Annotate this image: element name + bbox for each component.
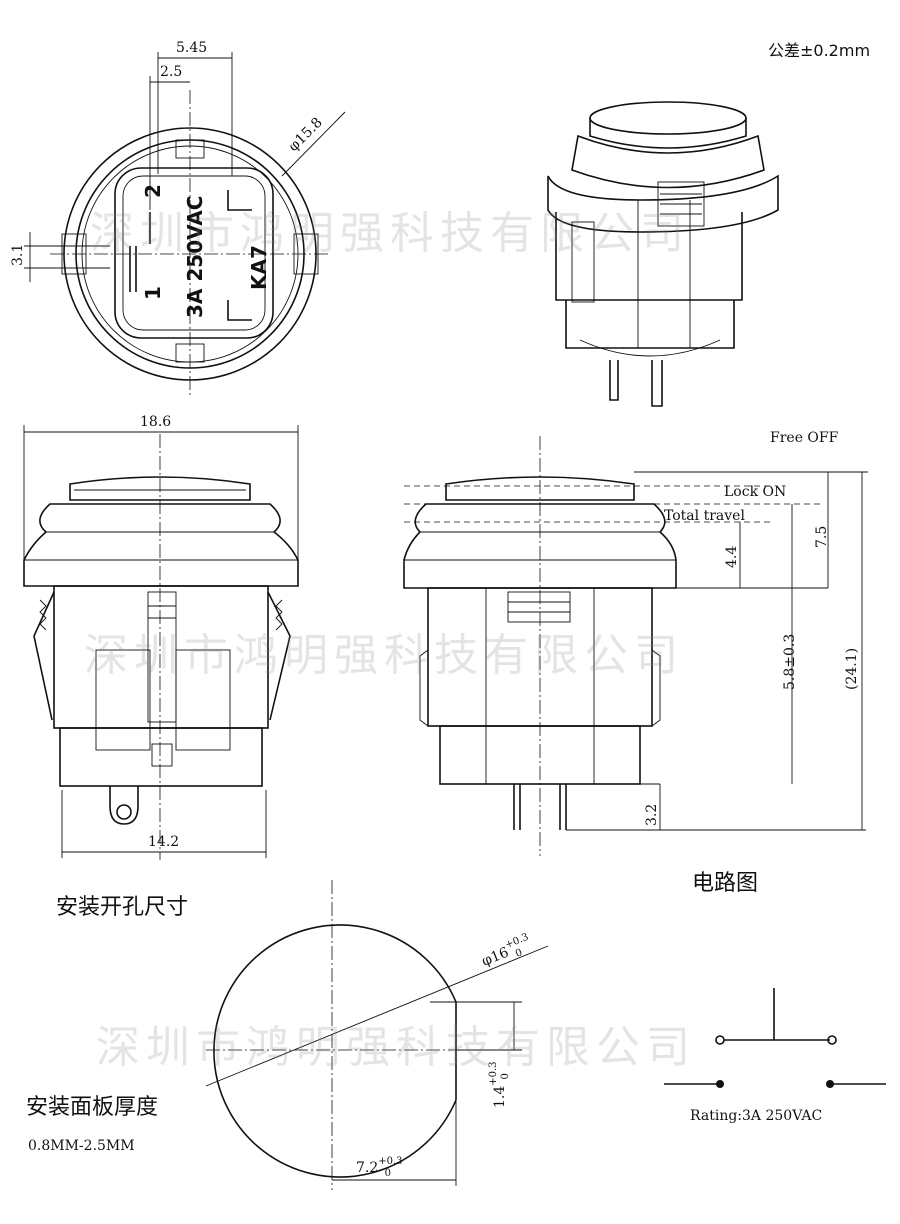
dim-base-14-2: 14.2 bbox=[148, 834, 179, 850]
model-marking: KA7 bbox=[247, 245, 271, 290]
dim-5-45: 5.45 bbox=[176, 40, 207, 56]
tolerance-note: 公差±0.2mm bbox=[768, 41, 870, 60]
thickness-value: 0.8MM-2.5MM bbox=[28, 1138, 135, 1154]
thickness-label: 安装面板厚度 bbox=[26, 1095, 158, 1120]
dim-4-4: 4.4 bbox=[724, 546, 740, 568]
dim-3-2: 3.2 bbox=[644, 804, 660, 826]
dim-24-1: (24.1) bbox=[844, 648, 860, 690]
rating-marking: 3A 250VAC bbox=[183, 196, 207, 318]
front-view: 18.6 14.2 bbox=[23, 414, 299, 860]
circuit-title: 电路图 bbox=[692, 871, 758, 896]
dim-width-18-6: 18.6 bbox=[140, 414, 171, 430]
label-lock-on: Lock ON bbox=[724, 484, 786, 500]
circuit-rating: Rating:3A 250VAC bbox=[690, 1108, 822, 1124]
watermark-2: 深圳市鸿明强科技有限公司 bbox=[84, 630, 684, 681]
dim-7-5: 7.5 bbox=[814, 526, 830, 548]
watermark-3: 深圳市鸿明强科技有限公司 bbox=[96, 1022, 696, 1073]
dim-2-5: 2.5 bbox=[160, 64, 182, 80]
dim-diameter-15-8: φ15.8 bbox=[286, 115, 326, 155]
side-view: Free OFF Lock ON Total travel 4.4 7.5 5.… bbox=[403, 430, 868, 856]
label-free-off: Free OFF bbox=[770, 430, 839, 446]
cutout-key-value: 1.4+0.30 bbox=[488, 1061, 511, 1108]
pin-2-label: 2 bbox=[141, 184, 165, 198]
watermark-1: 深圳市鸿明强科技有限公司 bbox=[90, 208, 690, 259]
cutout-dia-value: φ16+0.30 bbox=[478, 932, 535, 973]
label-total-travel: Total travel bbox=[664, 508, 745, 524]
isometric-view bbox=[547, 101, 779, 407]
cutout-title: 安装开孔尺寸 bbox=[56, 895, 188, 920]
circuit-diagram: 电路图 Rating:3A 250VAC bbox=[664, 871, 886, 1124]
dim-5-8: 5.8±0.3 bbox=[782, 634, 798, 690]
dim-3-1: 3.1 bbox=[10, 244, 26, 266]
pin-1-label: 1 bbox=[141, 286, 165, 300]
